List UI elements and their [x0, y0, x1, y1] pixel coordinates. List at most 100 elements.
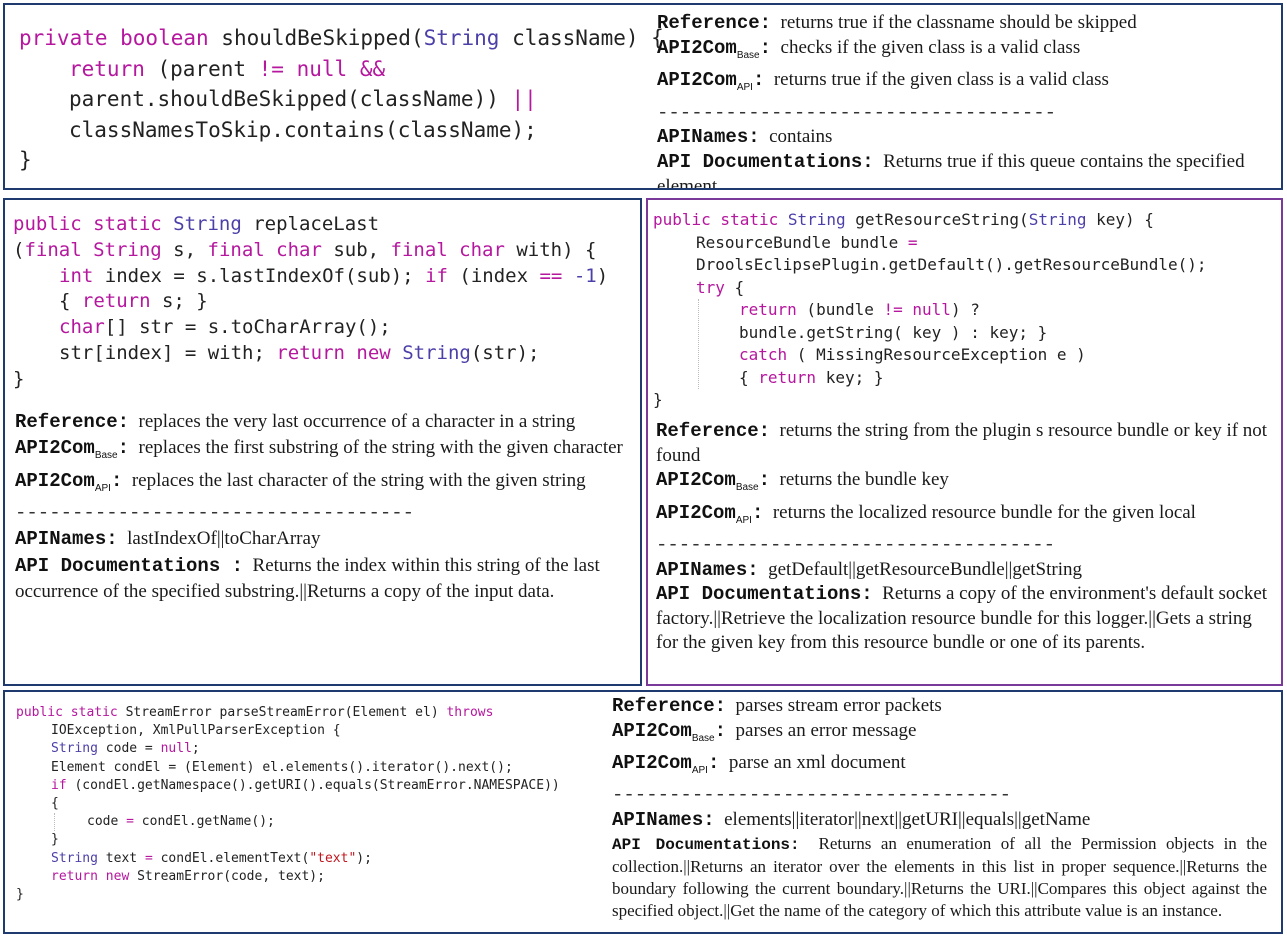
reference-label: Reference	[656, 420, 759, 442]
code-token: return	[81, 290, 151, 313]
code-token: index = s.lastIndexOf(sub);	[93, 264, 426, 287]
reference-text: parses stream error packets	[735, 695, 942, 716]
api-doc-text: Returns the index within this string of …	[15, 554, 600, 602]
code-token: }	[51, 832, 59, 848]
code-token: ==	[539, 264, 563, 287]
apinames-row: APINames: elements||iterator||next||getU…	[612, 808, 1267, 833]
code-token: final String	[24, 238, 162, 261]
code-line: parent.shouldBeSkipped(className)) ||	[19, 84, 664, 115]
code-token: public static	[16, 705, 126, 720]
code-token: return new	[51, 868, 130, 884]
code-token: {	[724, 277, 745, 297]
code-line: classNamesToSkip.contains(className);	[19, 115, 664, 146]
code-token	[562, 265, 573, 287]
code-line: }	[16, 886, 560, 904]
code-line: try {	[653, 277, 1207, 300]
code-line: public static String replaceLast	[13, 212, 608, 238]
api2com-api-label: API2ComAPI:	[656, 501, 764, 526]
api2com-api-row: API2ComAPI: parse an xml document	[612, 751, 1267, 783]
api2com-api-text: returns the localized resource bundle fo…	[772, 501, 1196, 523]
code-line: }	[19, 145, 664, 176]
code-line: return new StreamError(code, text);	[16, 868, 560, 886]
code-token: try	[696, 277, 725, 297]
apinames-text: getDefault||getResourceBundle||getString	[768, 558, 1082, 580]
apinames-row: APINames: getDefault||getResourceBundle|…	[656, 558, 1268, 583]
code-line: char[] str = s.toCharArray();	[13, 315, 608, 341]
api2com-api-text: replaces the last character of the strin…	[131, 470, 586, 492]
code-token: parent.shouldBeSkipped(className))	[69, 87, 512, 111]
reference-row: Reference: returns the string from the p…	[656, 420, 1268, 466]
code-token: text	[97, 850, 145, 866]
api2com-base-label: API2ComBase:	[656, 469, 771, 493]
code-line: }	[16, 831, 560, 849]
code-token: key; }	[816, 367, 884, 387]
api2com-base-text: returns the bundle key	[779, 469, 949, 491]
code-token: String	[51, 741, 98, 757]
code-token	[391, 342, 402, 364]
code-token: =	[144, 850, 153, 866]
code-token: condEl.elementText(	[152, 850, 310, 866]
example-panel-parse-stream-error: public static StreamError parseStreamErr…	[3, 690, 1283, 934]
apinames-label: APINames:	[656, 558, 759, 581]
code-token: }	[13, 367, 25, 390]
api-doc-row: API Documentations: Returns a copy of th…	[656, 582, 1268, 656]
code-snippet: public static StreamError parseStreamErr…	[16, 704, 560, 904]
reference-text: returns the string from the plugin s res…	[656, 420, 1268, 466]
code-line: str[index] = with; return new String(str…	[13, 341, 608, 367]
api2com-base-text: replaces the first substring of the stri…	[138, 437, 623, 459]
code-token: (index	[447, 264, 540, 287]
code-token: return new	[276, 341, 391, 364]
apinames-label: APINames:	[657, 126, 760, 149]
code-token: (bundle	[796, 300, 884, 319]
code-token: =	[907, 232, 918, 252]
apinames-row: APINames: contains	[657, 125, 1267, 150]
code-token: if	[425, 264, 448, 287]
code-token: char	[59, 316, 105, 339]
api2com-api-row: API2ComAPI: returns the localized resour…	[656, 501, 1268, 533]
code-token: str[index] = with;	[59, 341, 277, 364]
api2com-base-row: API2ComBase: parses an error message	[612, 719, 1267, 751]
code-token: null	[296, 56, 348, 81]
api2com-api-row: API2ComAPI: replaces the last character …	[15, 468, 627, 501]
code-line: (final String s, final char sub, final c…	[13, 238, 608, 264]
reference-text: replaces the very last occurrence of a c…	[138, 411, 576, 432]
code-line: code = condEl.getName();	[87, 813, 560, 831]
code-line: {	[16, 795, 560, 813]
code-token: return	[739, 300, 797, 319]
code-token: public static	[13, 213, 174, 235]
code-snippet: public static String replaceLast (final …	[13, 212, 608, 393]
code-token: final char	[390, 238, 505, 261]
code-token: -1	[573, 264, 597, 287]
code-token: [] str = s.toCharArray();	[104, 316, 391, 339]
api-doc-text: Returns true if this queue contains the …	[657, 151, 1245, 190]
code-token: DroolsEclipsePlugin.getDefault().getReso…	[696, 255, 1207, 274]
code-token: String	[1028, 210, 1087, 229]
code-token: code	[87, 814, 127, 830]
code-token: StreamError(code, text);	[129, 868, 325, 884]
code-token: if	[51, 777, 67, 793]
code-token: shouldBeSkipped(	[221, 26, 424, 50]
api-doc-label: API Documentations :	[15, 554, 244, 577]
example-panel-get-resource-string: public static String getResourceString(S…	[646, 198, 1283, 686]
code-token: getResourceString(	[845, 210, 1029, 229]
code-token: IOException, XmlPullParserException {	[51, 723, 341, 739]
api-doc-label: API Documentations:	[657, 151, 874, 174]
code-token: )	[596, 264, 609, 287]
code-token	[903, 300, 913, 319]
api2com-base-row: API2ComBase: replaces the first substrin…	[15, 435, 627, 468]
code-line: DroolsEclipsePlugin.getDefault().getReso…	[653, 254, 1207, 277]
apinames-text: contains	[769, 126, 833, 148]
code-token: !=	[258, 56, 284, 81]
code-token: }	[16, 887, 24, 903]
code-token: {	[51, 796, 59, 812]
code-token: &&	[359, 56, 386, 81]
code-token: int	[59, 264, 94, 287]
example-panel-should-be-skipped: private boolean shouldBeSkipped(String c…	[3, 3, 1283, 190]
code-token: public static	[653, 210, 788, 229]
code-token	[284, 57, 297, 81]
code-token: }	[19, 148, 32, 172]
code-snippet: public static String getResourceString(S…	[653, 209, 1207, 412]
code-line: private boolean shouldBeSkipped(String c…	[19, 23, 664, 54]
code-token: String	[51, 850, 98, 866]
code-line: if (condEl.getNamespace().getURI().equal…	[16, 777, 560, 795]
